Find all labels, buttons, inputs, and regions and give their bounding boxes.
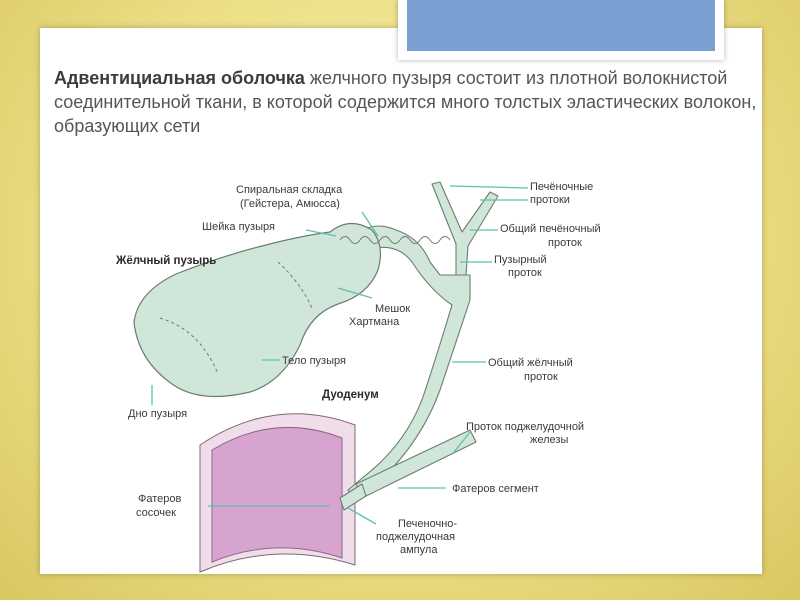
caption-term: Адвентициальная оболочка <box>54 68 305 88</box>
label-ampulla-3: ампула <box>400 544 438 556</box>
title-placeholder-fill <box>407 0 715 51</box>
caption-text: желчного пузыря состоит из плотной волок… <box>54 68 757 136</box>
label-pancreatic-duct-2: железы <box>530 434 568 446</box>
label-hartmann-1: Мешок <box>375 303 410 315</box>
label-cystic-duct-1: Пузырный <box>494 254 547 266</box>
label-ampulla-1: Печеночно- <box>398 518 457 530</box>
label-common-hepatic-2: проток <box>548 237 582 249</box>
hepatic-ducts-shape <box>431 181 499 276</box>
label-spiral-fold-2: (Гейстера, Амюсса) <box>240 198 340 210</box>
slide-caption: Адвентициальная оболочка желчного пузыря… <box>54 66 764 138</box>
label-ampulla-2: поджелудочная <box>376 531 455 543</box>
gallbladder-shape <box>133 222 382 398</box>
label-gallbladder: Жёлчный пузырь <box>115 255 216 267</box>
label-common-bile-2: проток <box>524 371 558 383</box>
leader-lines <box>151 185 529 525</box>
pancreatic-duct-shape <box>339 429 477 511</box>
label-vater-segment: Фатеров сегмент <box>452 483 539 495</box>
label-cystic-duct-2: проток <box>508 267 542 279</box>
spiral-fold-line <box>339 236 451 244</box>
label-body: Тело пузыря <box>282 355 346 367</box>
label-hepatic-ducts-1: Печёночные <box>530 181 593 193</box>
label-common-bile-1: Общий жёлчный <box>488 357 573 369</box>
label-hepatic-ducts-2: протоки <box>530 194 570 206</box>
label-neck: Шейка пузыря <box>202 221 275 233</box>
label-papilla-1: Фатеров <box>138 493 182 505</box>
label-pancreatic-duct-1: Проток поджелудочной <box>466 421 584 433</box>
label-hartmann-2: Хартмана <box>349 316 400 328</box>
duodenum-shape <box>199 413 356 573</box>
bile-ducts-shape <box>347 225 471 501</box>
label-spiral-fold-1: Спиральная складка <box>236 184 343 196</box>
label-papilla-2: сосочек <box>136 507 176 519</box>
label-duodenum: Дуоденум <box>322 389 379 401</box>
labels-group: Спиральная складка (Гейстера, Амюсса) Ше… <box>115 181 601 556</box>
label-common-hepatic-1: Общий печёночный <box>500 223 601 235</box>
title-placeholder-box <box>398 0 724 60</box>
label-fundus: Дно пузыря <box>128 408 187 420</box>
